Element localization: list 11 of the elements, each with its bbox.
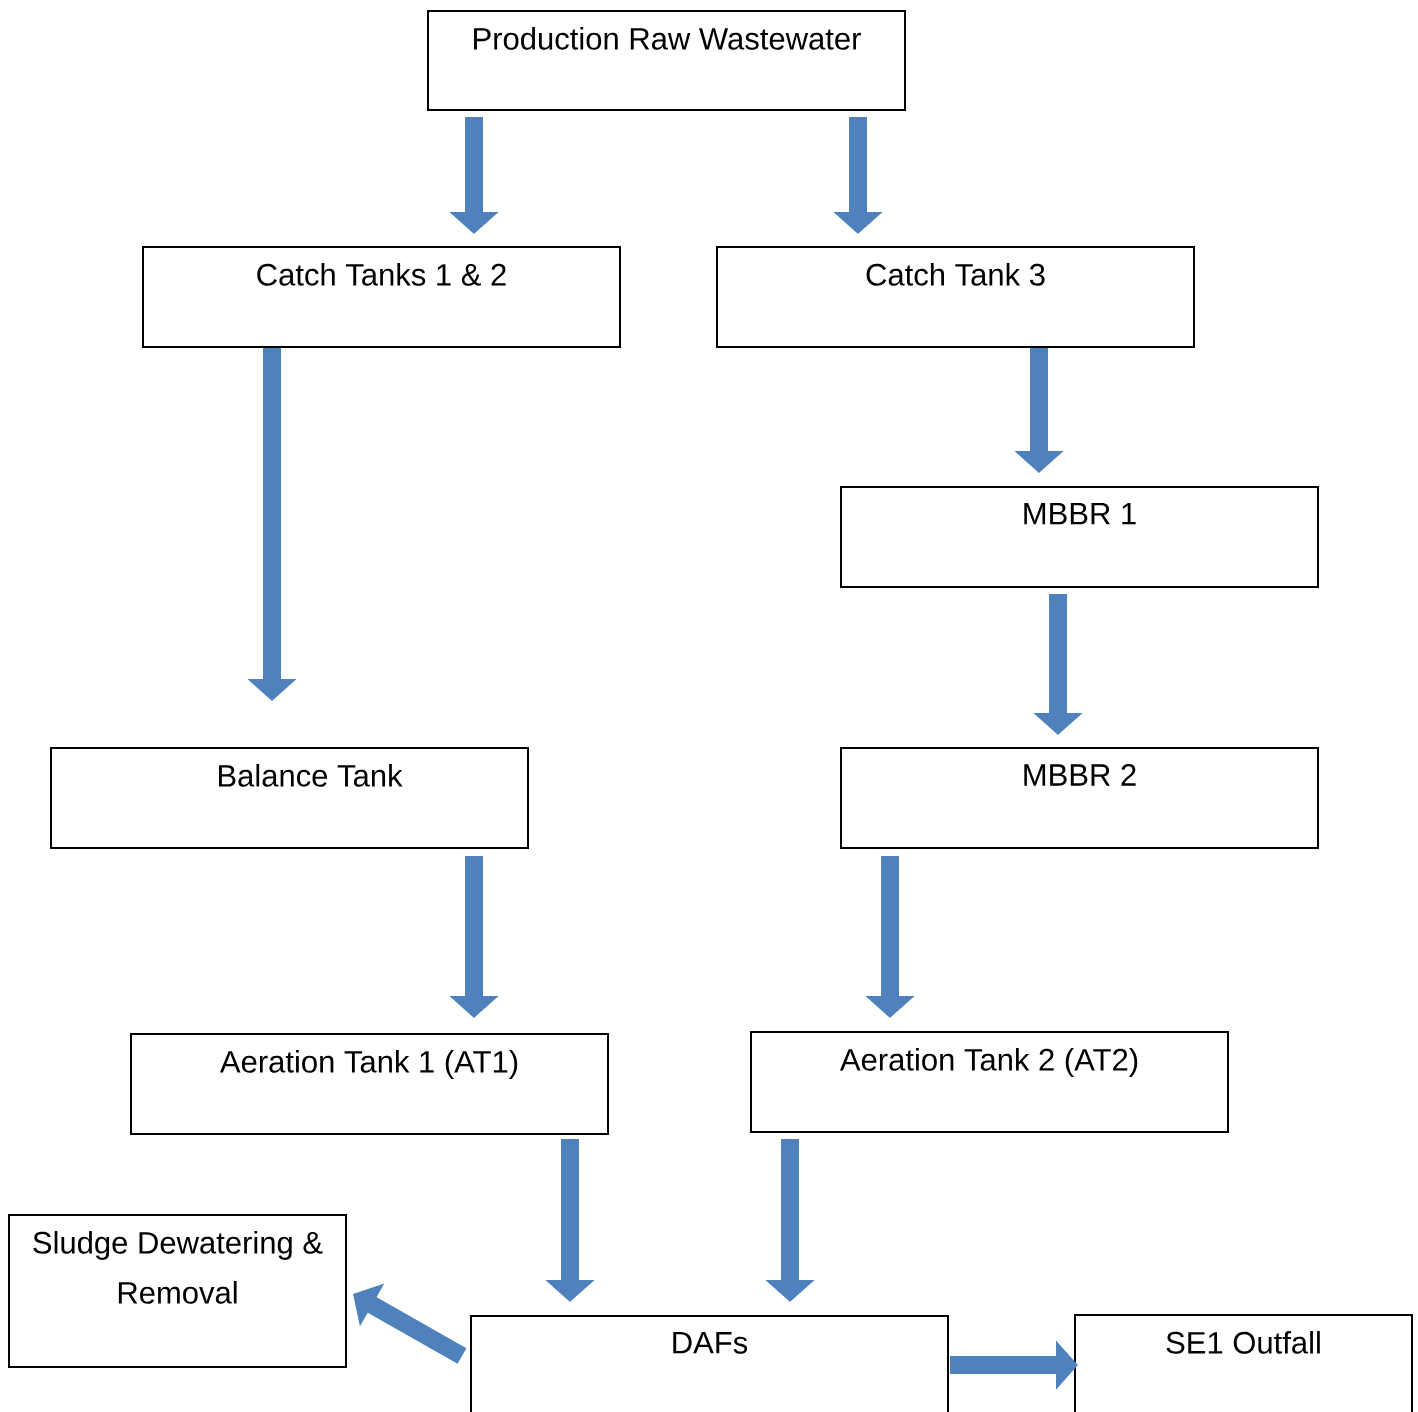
process-box: MBBR 1 (840, 486, 1319, 588)
process-box: Catch Tanks 1 & 2 (142, 246, 621, 348)
process-box: Catch Tank 3 (716, 246, 1195, 348)
process-box: Aeration Tank 1 (AT1) (130, 1033, 609, 1135)
process-box: Aeration Tank 2 (AT2) (750, 1031, 1229, 1133)
process-box: Production Raw Wastewater (427, 10, 906, 111)
process-box: Balance Tank (50, 747, 529, 849)
process-box: SE1 Outfall (1074, 1314, 1413, 1412)
process-box: MBBR 2 (840, 747, 1319, 849)
process-box: Sludge Dewatering & Removal (8, 1214, 347, 1368)
process-box: DAFs (470, 1315, 949, 1412)
